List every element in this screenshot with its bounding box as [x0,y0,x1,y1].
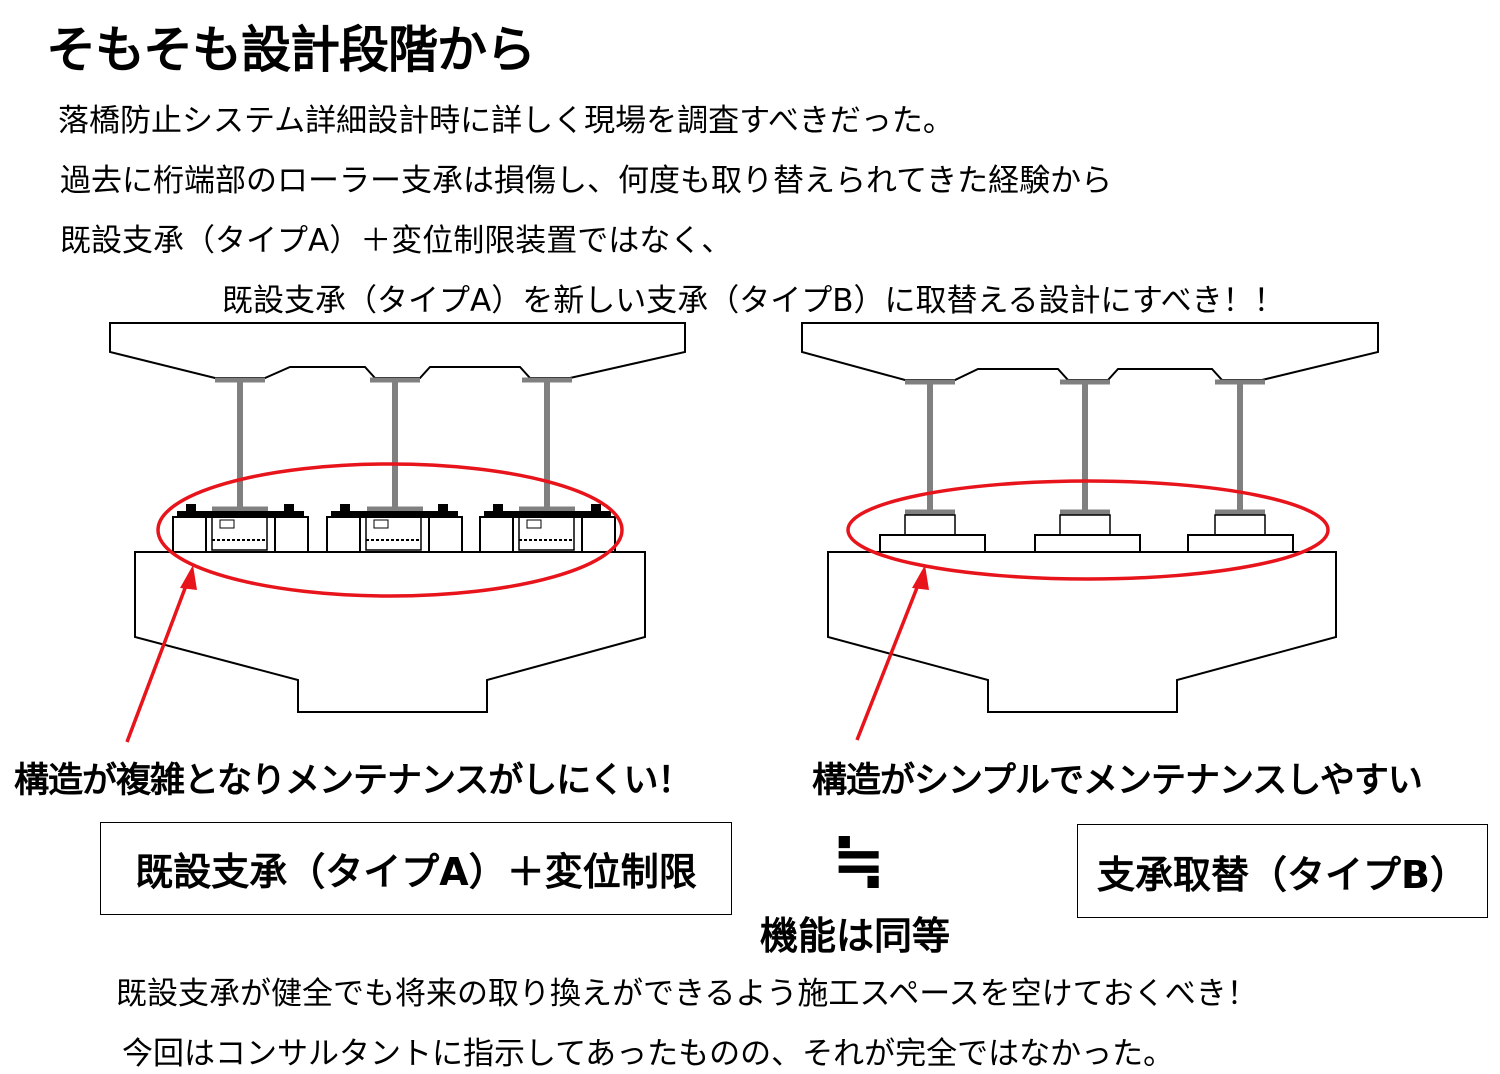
intro-line-2: 過去に桁端部のローラー支承は損傷し、何度も取り替えられてきた経験から [60,163,1113,199]
left-highlight-ellipse [156,462,624,598]
right-arrow [855,574,924,741]
intro-line-4: 既設支承（タイプA）を新しい支承（タイプB）に取替える設計にすべき！！ [222,283,1285,319]
left-option-text: 既設支承（タイプA）＋変位制限 [135,850,697,894]
right-label: 構造がシンプルでメンテナンスしやすい [812,761,1423,801]
footer-line-2: 今回はコンサルタントに指示してあったものの、それが完全ではなかった。 [122,1036,1175,1072]
intro-line-3: 既設支承（タイプA）＋変位制限装置ではなく、 [60,223,733,259]
left-diagram-type-a [109,322,686,713]
left-arrow [125,574,192,743]
equivalence-label: 機能は同等 [760,914,951,958]
left-option-box: 既設支承（タイプA）＋変位制限 [100,822,732,915]
intro-line-1: 落橋防止システム詳細設計時に詳しく現場を調査すべきだった。 [58,103,954,139]
left-deck [109,322,686,379]
right-deck [801,322,1379,381]
slide-title: そもそも設計段階から [46,21,536,79]
left-bearings-with-restrainers [172,504,616,553]
right-arrowhead [912,565,929,590]
left-pier [134,551,646,713]
right-girders [905,379,1265,515]
right-highlight-ellipse [846,479,1330,581]
right-diagram-type-b [801,322,1379,713]
right-option-text: 支承取替（タイプB） [1097,852,1468,897]
left-label: 構造が複雑となりメンテナンスがしにくい！ [14,761,693,801]
right-bearings [879,514,1294,553]
footer-line-1: 既設支承が健全でも将来の取り換えができるよう施工スペースを空けておくべき！ [116,976,1258,1012]
left-arrowhead [180,565,197,590]
right-pier [827,551,1337,713]
left-girders [212,377,575,512]
right-option-box: 支承取替（タイプB） [1077,824,1488,918]
approx-equal-symbol: ≒ [832,824,886,898]
